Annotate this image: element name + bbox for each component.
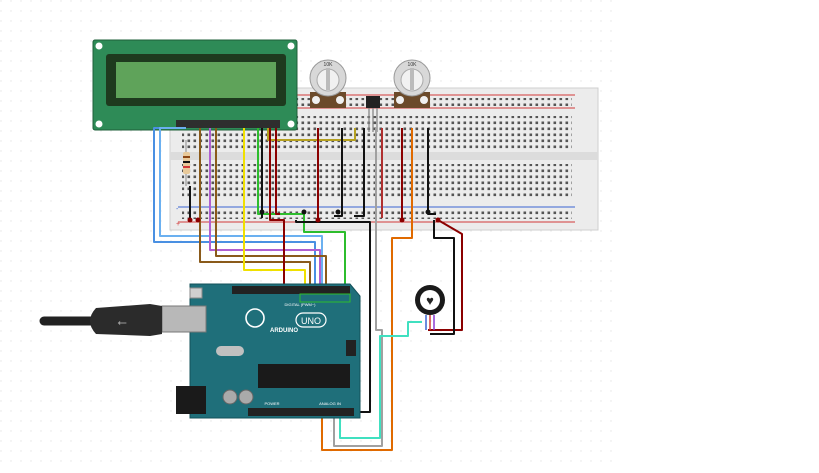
- wire-black-4: [354, 128, 365, 217]
- dc-jack: [176, 386, 206, 414]
- sensor-chip: [366, 96, 380, 132]
- arduino-board: ARDUINO UNO DIGITAL (PWM~) ANALOG IN POW…: [161, 283, 361, 419]
- icsp-header: [346, 340, 356, 356]
- wire-brown-1: [215, 128, 327, 290]
- arduino-logo-icon: [245, 308, 265, 328]
- arduino-logo-text: ARDUINO: [270, 328, 298, 334]
- lcd-display: [92, 39, 298, 131]
- wire-black-3: [334, 128, 343, 217]
- wire-grey: [333, 128, 383, 447]
- rail-connection-dots: [187, 209, 441, 223]
- capacitor-2: [238, 389, 254, 405]
- heart-icon: ♥: [426, 293, 434, 308]
- pulse-sensor: ♥: [415, 285, 445, 330]
- reset-button: [189, 287, 203, 299]
- usb-port: [161, 305, 207, 333]
- potentiometer-1: 10K: [309, 59, 347, 108]
- potentiometer-2: 10K: [393, 59, 431, 108]
- wire-orange-1: [321, 128, 413, 451]
- wire-yellow: [243, 128, 306, 290]
- wire-black-7: [430, 220, 455, 335]
- potentiometer-2-value: 10K: [408, 62, 418, 68]
- wire-brown-2: [199, 128, 311, 290]
- wire-purple: [209, 128, 321, 290]
- digital-header-label: DIGITAL (PWM~): [285, 302, 317, 307]
- atmega-chip: [258, 364, 350, 388]
- analog-header-label: ANALOG IN: [319, 401, 341, 406]
- wire-light-blue: [159, 127, 323, 290]
- uno-badge: [295, 312, 327, 328]
- breadboard-plus-label: +: [176, 221, 180, 228]
- wire-red-6: [275, 128, 280, 215]
- digital-header: [232, 286, 350, 294]
- potentiometer-1-value: 10K: [324, 62, 334, 68]
- power-analog-header: [248, 408, 354, 416]
- usb-icon: ⭠: [117, 315, 127, 329]
- usb-cable: ⭠: [39, 304, 162, 336]
- lcd-pin-header: [176, 120, 280, 128]
- wire-red-5: [428, 219, 463, 331]
- arduino-model-label: UNO: [301, 316, 321, 326]
- capacitor-1: [222, 389, 238, 405]
- wire-cyan: [339, 321, 422, 439]
- wire-olive: [267, 128, 356, 141]
- resistor: [183, 140, 190, 186]
- breadboard-minus-label: -: [176, 206, 179, 213]
- power-header-label: POWER: [264, 401, 279, 406]
- crystal: [216, 346, 244, 356]
